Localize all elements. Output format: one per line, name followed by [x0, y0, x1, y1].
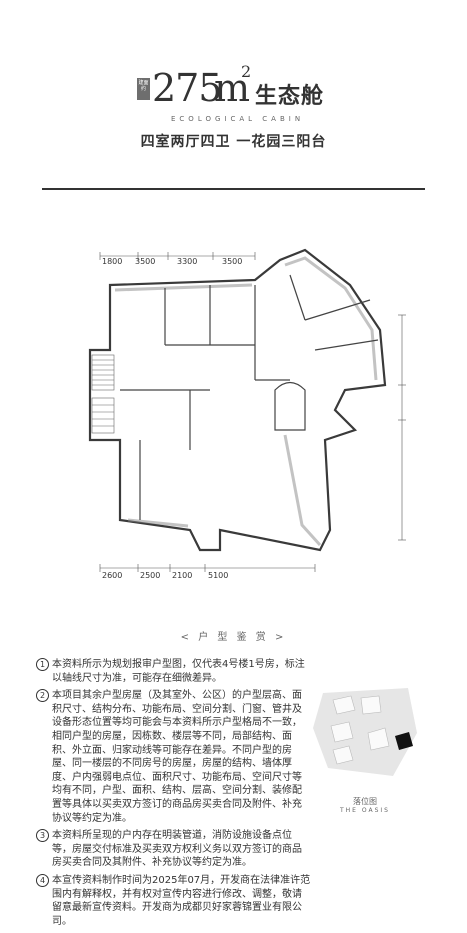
top-dim-2: 3500 [135, 257, 155, 266]
disclaimer-notes: 1 本资料所示为规划报审户型图，仅代表4号楼1号房，标注以轴线尺寸为准，可能存在… [36, 658, 311, 932]
note-item: 3 本资料所呈现的户内存在明装管道，消防设施设备点位等，房屋交付标准及买卖双方权… [36, 829, 311, 870]
unit-subtitle-en: ECOLOGICAL CABIN [171, 115, 305, 123]
note-number: 2 [36, 689, 49, 703]
unit-title: 生态舱 [255, 84, 325, 109]
location-marker [395, 732, 413, 750]
header-divider [42, 188, 425, 190]
note-text: 本资料所呈现的户内存在明装管道，消防设施设备点位等，房屋交付标准及买卖双方权利义… [52, 830, 302, 869]
note-item: 1 本资料所示为规划报审户型图，仅代表4号楼1号房，标注以轴线尺寸为准，可能存在… [36, 658, 311, 685]
area-unit: m [214, 66, 251, 110]
note-item: 4 本宣传资料制作时间为2025年07月，开发商在法律准许范围内有解释权，并有权… [36, 873, 311, 928]
note-text: 本项目其余户型房屋（及其室外、公区）的户型层高、面积尺寸、结构分布、功能布局、空… [52, 690, 302, 824]
area-unit-superscript: 2 [241, 62, 252, 81]
appreciation-label: < 户 型 鉴 赏 > [180, 632, 287, 643]
bottom-dim-1: 2600 [102, 571, 122, 580]
bottom-dim-3: 2100 [172, 571, 192, 580]
top-dim-1: 1800 [102, 257, 122, 266]
note-item: 2 本项目其余户型房屋（及其室外、公区）的户型层高、面积尺寸、结构分布、功能布局… [36, 689, 311, 825]
area-number: 275 [152, 66, 223, 110]
floorplan: 1800 3500 3300 3500 8000 2400 7000 [88, 248, 406, 580]
area-prefix-tag: 建面约 [137, 78, 150, 100]
location-map-label-en: THE OASIS [340, 807, 390, 814]
note-number: 3 [36, 829, 49, 843]
bottom-dim-2: 2500 [140, 571, 160, 580]
location-map-label: 落位图 [353, 797, 377, 806]
location-map [313, 688, 417, 776]
top-dim-3: 3300 [177, 257, 197, 266]
note-text: 本资料所示为规划报审户型图，仅代表4号楼1号房，标注以轴线尺寸为准，可能存在细微… [52, 659, 305, 684]
top-dim-4: 3500 [222, 257, 242, 266]
layout-description: 四室两厅四卫 一花园三阳台 [140, 134, 327, 150]
bottom-dim-4: 5100 [208, 571, 228, 580]
note-number: 1 [36, 658, 49, 671]
note-text: 本宣传资料制作时间为2025年07月，开发商在法律准许范围内有解释权，并有权对宣… [52, 874, 311, 927]
note-number: 4 [36, 873, 49, 887]
